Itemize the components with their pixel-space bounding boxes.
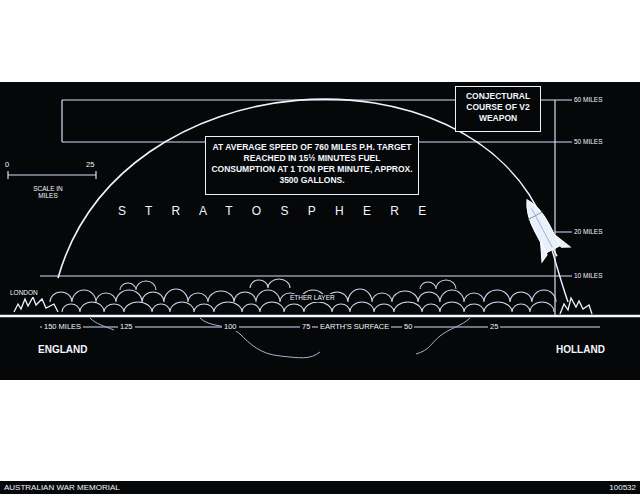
distance-label: 75 <box>300 323 312 332</box>
country-name: ENGLAND <box>38 344 87 356</box>
catalogue-number: 100532 <box>609 483 636 492</box>
altitude-label: 60 MILES <box>572 96 605 103</box>
distance-label: 125 <box>118 323 135 332</box>
scale-caption: SCALE IN MILES <box>30 185 66 200</box>
distance-label: 25 <box>488 323 500 332</box>
country-name: HOLLAND <box>556 344 605 356</box>
surface-label: EARTH'S SURFACE <box>318 323 391 332</box>
distance-label: 50 <box>402 323 414 332</box>
layer-name: ETHER LAYER <box>288 294 337 301</box>
watermark: AUSTRALIAN WAR MEMORIAL <box>4 483 120 492</box>
distance-label: 150 MILES <box>42 323 83 332</box>
layer-name: S T R A T O S P H E R E <box>118 205 434 219</box>
callout-box: CONJECTURAL COURSE OF V2 WEAPON <box>455 86 541 132</box>
altitude-label: 20 MILES <box>572 228 605 235</box>
scale-value: 25 <box>86 161 94 170</box>
scale-value: 0 <box>5 161 9 170</box>
box-text: CONJECTURAL COURSE OF V2 WEAPON <box>460 91 536 124</box>
distance-label: 100 <box>222 323 239 332</box>
box-text: AT AVERAGE SPEED OF 760 MILES P.H. TARGE… <box>211 142 413 186</box>
note-box: AT AVERAGE SPEED OF 760 MILES P.H. TARGE… <box>205 136 419 195</box>
place-name: LONDON <box>8 289 40 296</box>
altitude-label: 10 MILES <box>572 272 605 279</box>
altitude-label: 50 MILES <box>572 138 605 145</box>
